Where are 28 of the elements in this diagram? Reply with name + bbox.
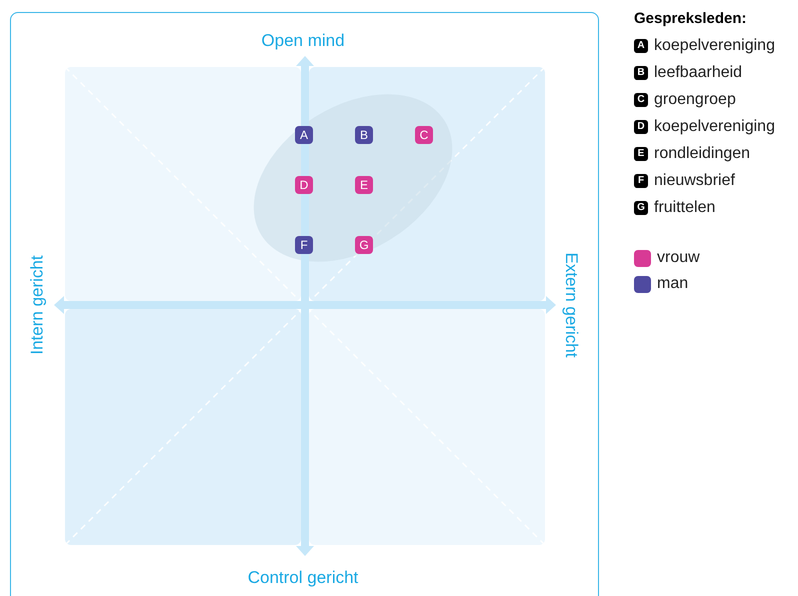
participant-marker: E — [355, 176, 373, 194]
letter-badge: C — [634, 92, 648, 106]
legend-label: vrouw — [657, 248, 700, 268]
letter-badge: G — [634, 200, 648, 214]
axis-label: Extern gericht — [560, 252, 582, 358]
letter-badge: B — [634, 66, 648, 80]
participant-marker: F — [295, 236, 313, 254]
participant-marker: C — [415, 126, 433, 144]
axis-label: Intern gericht — [26, 255, 48, 355]
legend-label: rondleidingen — [654, 144, 750, 164]
participant-marker: D — [295, 176, 313, 194]
legend-label: koepelvereniging — [654, 116, 775, 136]
legend-label: fruittelen — [654, 198, 716, 218]
letter-badge: E — [634, 146, 648, 160]
legend-label: koepelvereniging — [654, 36, 775, 56]
legend-label: man — [657, 274, 688, 294]
legend-label: leefbaarheid — [654, 62, 742, 82]
participant-marker: G — [355, 236, 373, 254]
legend-label: nieuwsbrief — [654, 170, 735, 190]
letter-badge: A — [634, 38, 648, 52]
axis-label: Open mind — [261, 30, 345, 52]
axis-label: Control gericht — [248, 567, 358, 589]
letter-badge: D — [634, 120, 648, 134]
participant-marker: A — [295, 126, 313, 144]
legend-title: Gespreksleden: — [634, 9, 748, 29]
participant-marker: B — [355, 126, 373, 144]
letter-badge: F — [634, 174, 648, 188]
legend-label: groengroep — [654, 90, 736, 110]
